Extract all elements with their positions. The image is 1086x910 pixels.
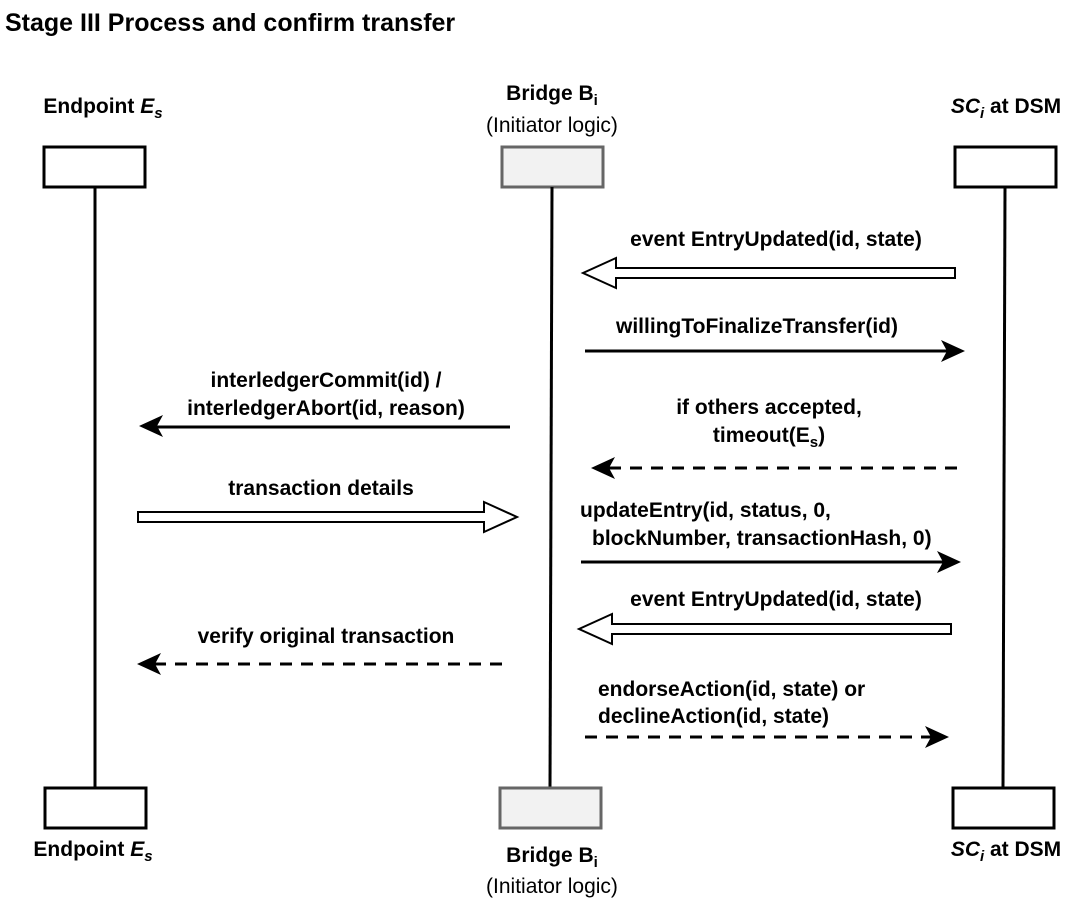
bridge-head-box xyxy=(500,145,605,189)
participant-endpoint-name: Endpoint xyxy=(43,95,140,118)
sc-foot-box xyxy=(951,786,1056,830)
message-label: event EntryUpdated(id, state) xyxy=(630,228,922,251)
participant-bridge-label: Bridge Bi xyxy=(506,82,598,109)
sc-head-box xyxy=(953,145,1058,189)
participant-endpoint-footer-name: Endpoint xyxy=(33,838,130,861)
message-label-line1: updateEntry(id, status, 0, xyxy=(580,499,831,522)
message-label-line2: declineAction(id, state) xyxy=(598,705,829,728)
message-label: event EntryUpdated(id, state) xyxy=(630,588,922,611)
arrowhead xyxy=(139,415,163,437)
participant-sc-footer-symbol: SC xyxy=(951,838,981,861)
diagram-title: Stage III Process and confirm transfer xyxy=(5,9,455,37)
message-label-line2: interledgerAbort(id, reason) xyxy=(187,397,465,420)
message-label-line1: endorseAction(id, state) or xyxy=(598,678,865,701)
participant-bridge-footer-note: (Initiator logic) xyxy=(486,875,618,898)
participant-sc-footer-suffix: at DSM xyxy=(984,838,1061,861)
participant-sc-subscript: i xyxy=(980,105,985,122)
participant-endpoint-footer: Endpoint Es xyxy=(33,838,152,865)
arrowhead xyxy=(925,726,949,748)
message-label-line1: interledgerCommit(id) / xyxy=(210,369,441,392)
participant-bridge-subscript: i xyxy=(594,92,598,109)
arrowhead xyxy=(937,551,961,573)
message-label-close: ) xyxy=(818,424,825,447)
participant-bridge-footer: Bridge Bi xyxy=(506,844,598,871)
participant-bridge-note: (Initiator logic) xyxy=(486,114,618,137)
message-label-line2: blockNumber, transactionHash, 0) xyxy=(592,527,932,550)
participant-sc-suffix: at DSM xyxy=(984,95,1061,118)
message-label-subscript: s xyxy=(810,434,818,451)
participant-bridge-footer-name: Bridge B xyxy=(506,844,594,867)
message-label: transaction details xyxy=(228,477,414,500)
message-label-timeout: timeout(E xyxy=(713,424,810,447)
participant-endpoint-subscript: s xyxy=(154,105,162,122)
message-arrow-hollow xyxy=(576,612,952,646)
participant-sc-label: SCi at DSM xyxy=(951,95,1061,122)
participant-sc-footer: SCi at DSM xyxy=(951,838,1061,865)
endpoint-foot-box xyxy=(43,786,148,830)
message-label: verify original transaction xyxy=(198,625,455,648)
arrowhead xyxy=(591,457,615,479)
endpoint-head-box xyxy=(42,145,147,189)
message-label-line2: timeout(Es) xyxy=(713,424,825,451)
participant-endpoint-footer-subscript: s xyxy=(144,848,152,865)
participant-sc-footer-subscript: i xyxy=(980,848,985,865)
participant-bridge-footer-subscript: i xyxy=(594,854,598,871)
participant-endpoint-label: Endpoint Es xyxy=(43,95,162,122)
arrowhead xyxy=(941,340,965,362)
bridge-foot-box xyxy=(498,786,603,830)
sc-lifeline xyxy=(1001,186,1007,790)
message-label-line1: if others accepted, xyxy=(676,396,862,419)
arrowhead xyxy=(137,653,161,675)
bridge-lifeline xyxy=(548,186,554,790)
participant-endpoint-footer-symbol: E xyxy=(130,838,145,861)
message-arrow-hollow xyxy=(137,500,520,534)
participant-endpoint-symbol: E xyxy=(140,95,155,118)
message-arrow-hollow xyxy=(580,256,956,290)
participant-bridge-name: Bridge B xyxy=(506,82,594,105)
message-label: willingToFinalizeTransfer(id) xyxy=(615,315,898,338)
participant-sc-symbol: SC xyxy=(951,95,981,118)
